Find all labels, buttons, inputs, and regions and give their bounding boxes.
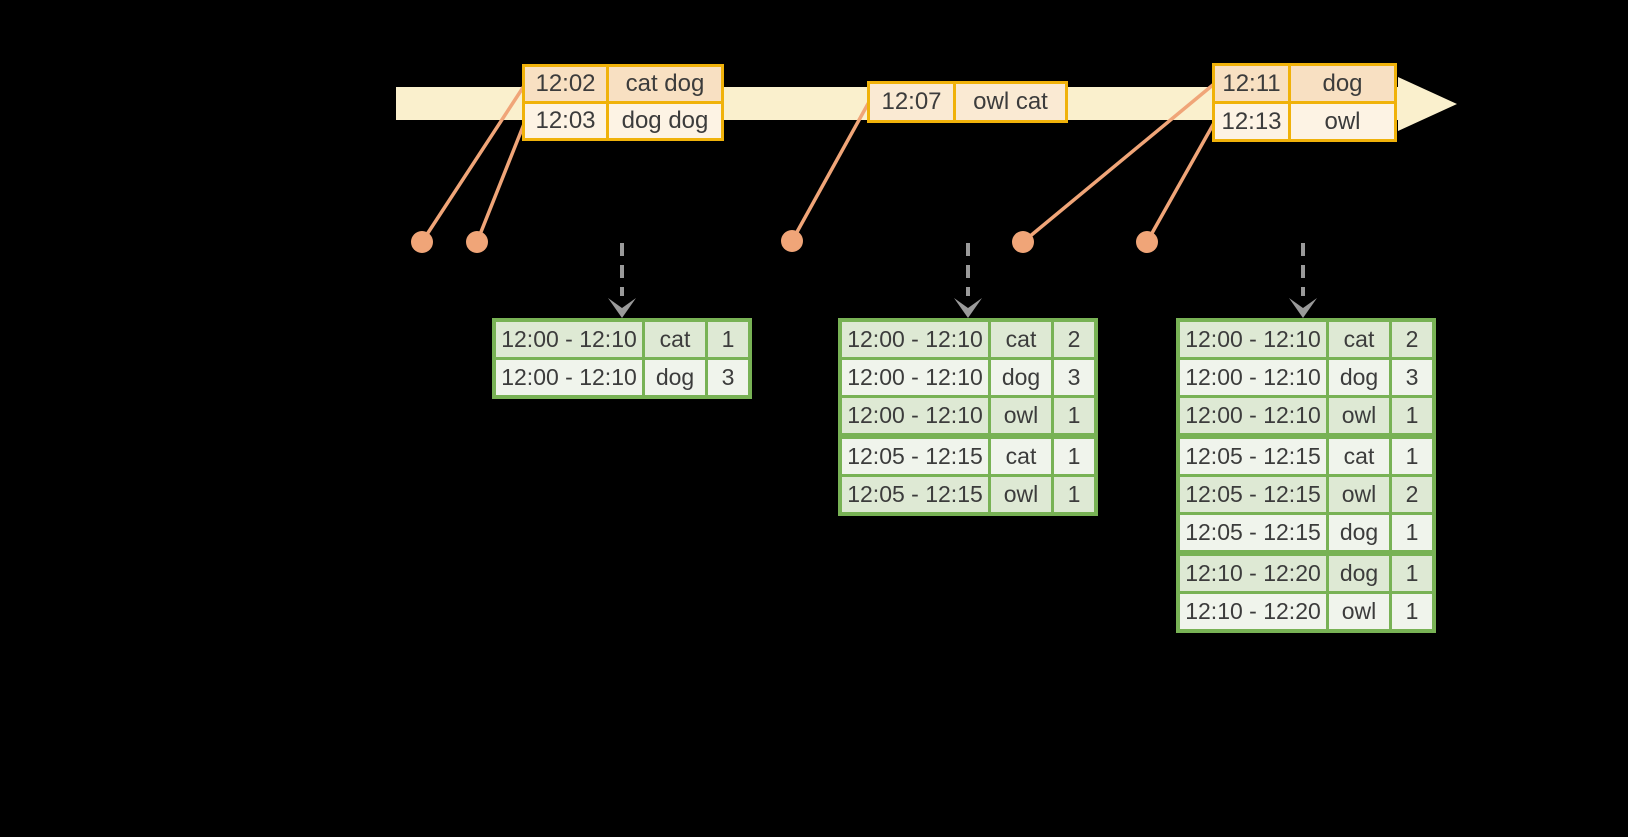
- result-count-cell: 3: [1051, 360, 1094, 395]
- result-window-cell: 12:10 - 12:20: [1180, 556, 1326, 591]
- result-word-cell: cat: [642, 322, 705, 357]
- event-time-cell: 12:02: [525, 67, 606, 101]
- connector-line: [475, 123, 526, 243]
- result-count-cell: 2: [1389, 477, 1432, 512]
- result-word-cell: cat: [988, 439, 1051, 474]
- result-count-cell: 1: [1389, 594, 1432, 629]
- result-window-cell: 12:00 - 12:10: [842, 398, 988, 433]
- event-words-cell: owl cat: [953, 84, 1065, 120]
- result-count-cell: 1: [1389, 515, 1432, 550]
- event-words-cell: owl: [1288, 104, 1394, 139]
- event-time-cell: 12:13: [1215, 104, 1288, 139]
- event-dot: [411, 231, 433, 253]
- result-word-cell: cat: [1326, 439, 1389, 474]
- result-window-cell: 12:05 - 12:15: [1180, 439, 1326, 474]
- event-words-cell: dog dog: [606, 104, 721, 138]
- result-window-cell: 12:05 - 12:15: [842, 439, 988, 474]
- result-window-cell: 12:00 - 12:10: [1180, 360, 1326, 395]
- event-dot: [1012, 231, 1034, 253]
- result-window-cell: 12:00 - 12:10: [496, 322, 642, 357]
- result-window-cell: 12:00 - 12:10: [496, 360, 642, 395]
- result-window-cell: 12:00 - 12:10: [1180, 398, 1326, 433]
- result-word-cell: owl: [988, 398, 1051, 433]
- result-word-cell: dog: [1326, 556, 1389, 591]
- event-dot: [1136, 231, 1158, 253]
- event-dot: [781, 230, 803, 252]
- result-word-cell: owl: [988, 477, 1051, 512]
- result-count-cell: 1: [1389, 398, 1432, 433]
- event-words-cell: cat dog: [606, 67, 721, 101]
- result-window-cell: 12:00 - 12:10: [842, 322, 988, 357]
- trigger-arrow-head: [954, 298, 982, 318]
- result-word-cell: dog: [988, 360, 1051, 395]
- trigger-arrow-head: [1289, 298, 1317, 318]
- result-count-cell: 1: [1051, 398, 1094, 433]
- result-word-cell: cat: [988, 322, 1051, 357]
- result-count-cell: 1: [1389, 439, 1432, 474]
- result-word-cell: owl: [1326, 398, 1389, 433]
- result-word-cell: cat: [1326, 322, 1389, 357]
- connector-line: [1021, 82, 1216, 244]
- result-count-cell: 2: [1051, 322, 1094, 357]
- result-word-cell: dog: [1326, 515, 1389, 550]
- connector-line: [1145, 122, 1216, 243]
- result-window-cell: 12:10 - 12:20: [1180, 594, 1326, 629]
- event-time-cell: 12:07: [870, 84, 953, 120]
- event-time-cell: 12:03: [525, 104, 606, 138]
- trigger-arrow-head: [608, 298, 636, 318]
- result-count-cell: 2: [1389, 322, 1432, 357]
- result-window-cell: 12:05 - 12:15: [1180, 477, 1326, 512]
- connector-line: [790, 101, 871, 242]
- result-count-cell: 1: [1389, 556, 1432, 591]
- result-window-cell: 12:00 - 12:10: [842, 360, 988, 395]
- result-window-cell: 12:05 - 12:15: [1180, 515, 1326, 550]
- result-window-cell: 12:05 - 12:15: [842, 477, 988, 512]
- result-count-cell: 3: [1389, 360, 1432, 395]
- result-word-cell: dog: [1326, 360, 1389, 395]
- result-count-cell: 1: [1051, 477, 1094, 512]
- result-window-cell: 12:00 - 12:10: [1180, 322, 1326, 357]
- result-count-cell: 3: [705, 360, 748, 395]
- event-words-cell: dog: [1288, 66, 1394, 101]
- result-count-cell: 1: [705, 322, 748, 357]
- result-count-cell: 1: [1051, 439, 1094, 474]
- result-word-cell: owl: [1326, 594, 1389, 629]
- result-word-cell: owl: [1326, 477, 1389, 512]
- connector-line: [420, 85, 526, 243]
- result-word-cell: dog: [642, 360, 705, 395]
- event-time-cell: 12:11: [1215, 66, 1288, 101]
- event-dot: [466, 231, 488, 253]
- timeline-arrowhead: [1398, 77, 1457, 131]
